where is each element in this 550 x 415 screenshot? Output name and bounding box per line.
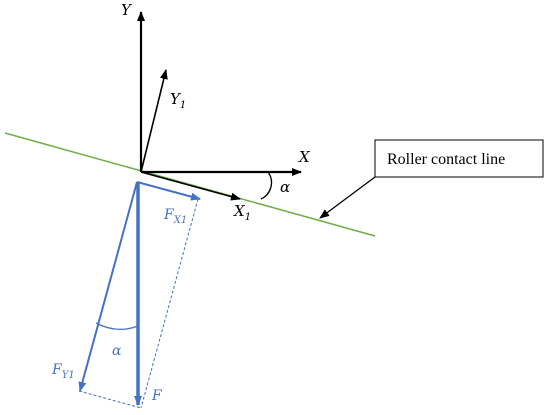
- callout-label: Roller contact line: [387, 151, 505, 168]
- alpha-arc-forces: [95, 322, 139, 330]
- parallelogram-dashed-bottom: [78, 390, 142, 409]
- label-x-axis: X: [298, 148, 311, 166]
- label-y-axis: Y: [121, 1, 133, 19]
- label-alpha-forces: α: [112, 343, 122, 359]
- label-force-fx1: FX1: [163, 207, 187, 226]
- x1-axis-arrow: [140, 171, 241, 201]
- alpha-arc-axes: [260, 171, 273, 200]
- roller-contact-line: [4, 132, 376, 237]
- parallelogram-dashed-right: [140, 198, 199, 409]
- label-y1-axis: Y1: [170, 90, 186, 111]
- label-force-f: F: [151, 388, 163, 404]
- force-fx1-arrow: [136, 181, 201, 201]
- force-fy1-arrow: [78, 181, 138, 392]
- label-force-fy1: FY1: [51, 362, 75, 381]
- label-x1-axis: X1: [233, 202, 251, 223]
- callout-pointer-arrow: [319, 176, 376, 219]
- callout-box: [374, 139, 544, 178]
- label-alpha-axes: α: [280, 178, 290, 196]
- y1-axis-arrow: [140, 69, 168, 173]
